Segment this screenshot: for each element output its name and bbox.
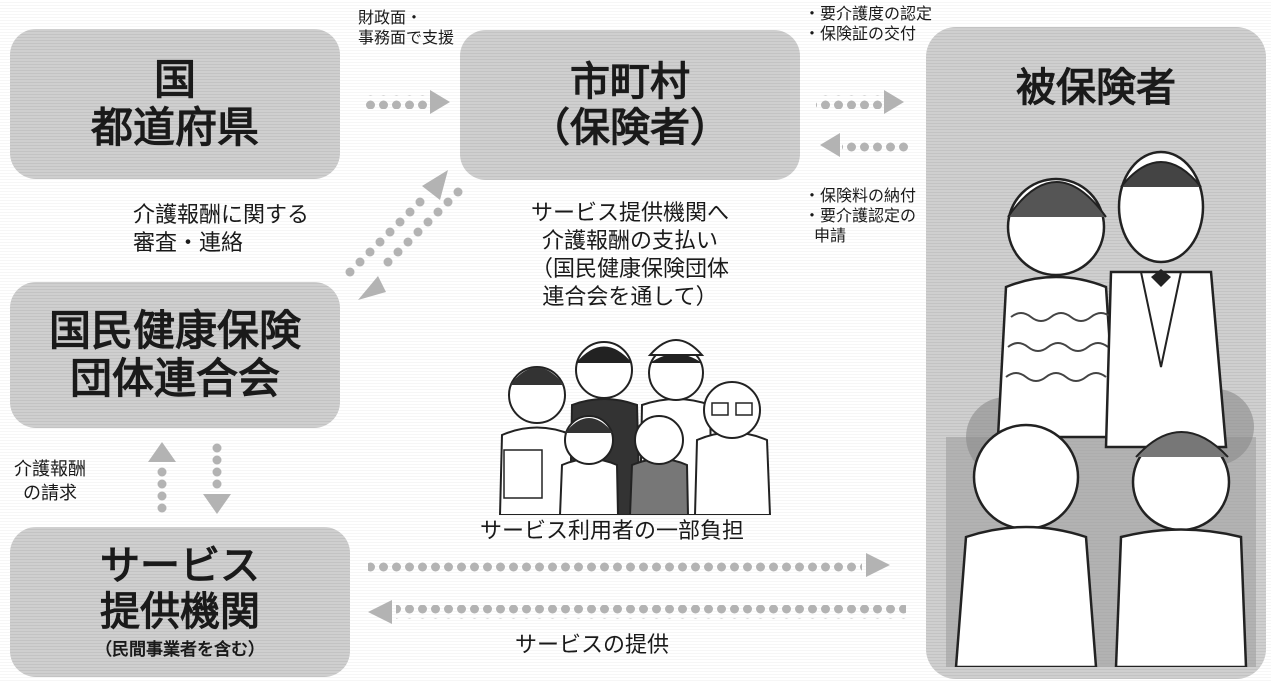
elderly-people-illustration — [946, 150, 1256, 667]
arrow-support — [362, 90, 450, 114]
national-prefecture-box: 国 都道府県 — [10, 29, 340, 179]
federation-label-2: 団体連合会 — [69, 354, 280, 403]
arrow-claim-up — [148, 442, 176, 513]
certification-label: ・要介護度の認定 ・保険証の交付 — [804, 4, 932, 44]
premium-payment-label: ・保険料の納付 ・要介護認定の 申請 — [804, 186, 916, 246]
arrow-certification — [816, 90, 904, 114]
arrow-payment-to-provider-down — [203, 443, 231, 514]
municipality-box: 市町村 （保険者） — [460, 30, 800, 180]
premium-line-2: ・要介護認定の — [804, 206, 917, 225]
certification-line-2: ・保険証の交付 — [804, 24, 917, 43]
payment-label: サービス提供機関へ 介護報酬の支払い （国民健康保険団体 連合会を通して） — [495, 200, 765, 312]
arrow-copay — [368, 553, 890, 577]
federation-label-1: 国民健康保険 — [48, 305, 301, 355]
arrow-premium — [820, 133, 908, 157]
insured-box: 被保険者 — [926, 27, 1266, 679]
support-label-line-2: 事務面で支援 — [358, 28, 455, 47]
support-label: 財政面・ 事務面で支援 — [358, 8, 454, 48]
health-insurance-federation-box: 国民健康保険 団体連合会 — [10, 282, 340, 428]
service-provider-box: サービス 提供機関 （民間事業者を含む） — [10, 527, 350, 677]
certification-line-1: ・要介護度の認定 — [804, 4, 933, 23]
support-label-line-1: 財政面・ — [358, 8, 423, 27]
service-staff-illustration — [498, 339, 772, 515]
copay-label: サービス利用者の一部負担 — [480, 519, 745, 544]
insured-label: 被保険者 — [1016, 65, 1176, 111]
payment-line-3: （国民健康保険団体 — [530, 257, 729, 282]
provider-sublabel: （民間事業者を含む） — [95, 640, 265, 661]
claim-line-2: の請求 — [23, 483, 77, 504]
prefecture-label: 都道府県 — [90, 103, 259, 152]
insurer-label: （保険者） — [530, 105, 730, 151]
premium-line-1: ・保険料の納付 — [804, 186, 917, 205]
provision-label: サービスの提供 — [515, 633, 670, 658]
payment-line-4: 連合会を通して） — [542, 285, 718, 310]
review-label: 介護報酬に関する 審査・連絡 — [133, 202, 309, 258]
premium-line-3: 申請 — [814, 226, 847, 245]
claim-label: 介護報酬 の請求 — [14, 458, 86, 506]
arrow-payment-down — [358, 187, 463, 300]
claim-line-1: 介護報酬 — [14, 459, 86, 480]
payment-line-1: サービス提供機関へ — [530, 201, 729, 226]
review-line-1: 介護報酬に関する — [133, 203, 310, 228]
arrow-review-up — [345, 170, 448, 277]
provider-label-2: 提供機関 — [100, 589, 260, 636]
arrow-provision — [368, 600, 906, 624]
payment-line-2: 介護報酬の支払い — [541, 229, 718, 254]
review-line-2: 審査・連絡 — [133, 231, 244, 256]
municipality-label: 市町村 — [570, 59, 690, 105]
national-label: 国 — [153, 54, 196, 104]
provider-label-1: サービス — [100, 543, 260, 590]
